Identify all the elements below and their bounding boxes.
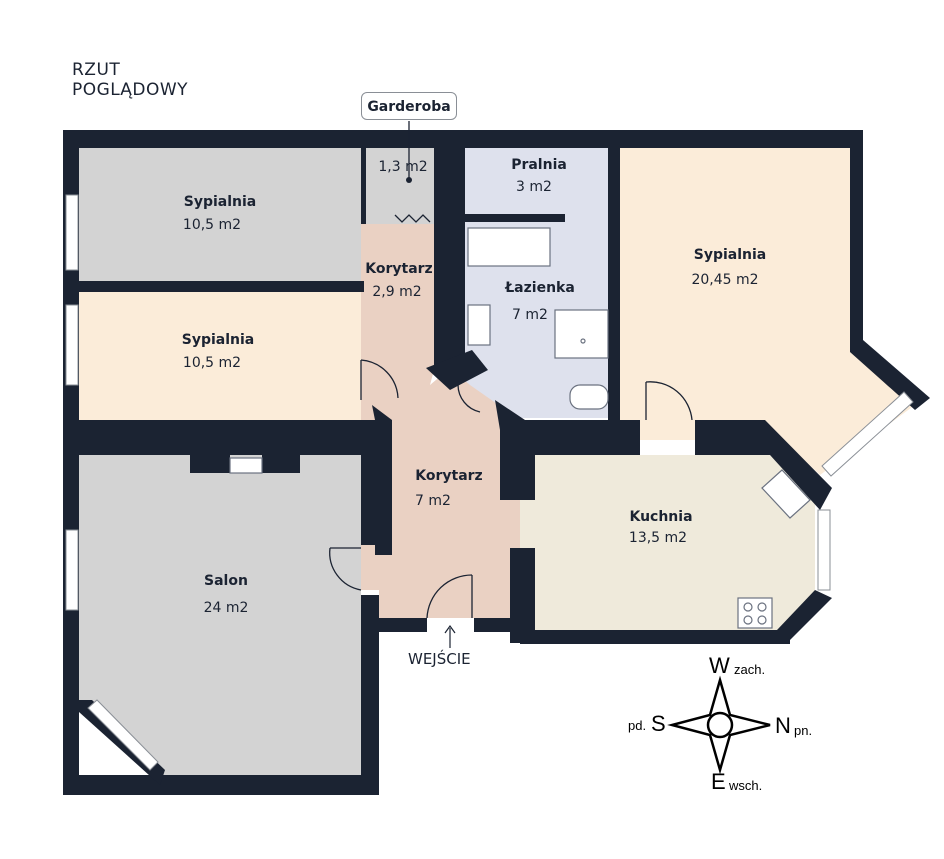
room-name: Pralnia <box>511 157 567 173</box>
fireplace <box>229 457 263 474</box>
room-fill-corridor-small <box>361 224 434 385</box>
bathtub <box>467 227 551 267</box>
room-name: Łazienka <box>504 280 575 296</box>
room-fill-corridor-main <box>361 368 520 618</box>
stove <box>737 597 773 629</box>
room-area: 10,5 m2 <box>183 355 241 371</box>
compass-south: S <box>651 711 666 736</box>
shower-drain <box>580 338 586 344</box>
plan-title: RZUT POGLĄDOWY <box>72 60 188 100</box>
compass-west: W <box>709 653 730 678</box>
room-labels: Sypialnia 10,5 m2 Sypialnia 10,5 m2 1,3 … <box>182 157 767 616</box>
sliding-door <box>394 214 431 223</box>
wall <box>777 590 832 640</box>
wall <box>361 455 379 545</box>
shower <box>554 309 609 359</box>
compass-rose <box>667 675 771 775</box>
compass-east-sub: wsch. <box>729 778 763 793</box>
door-swing <box>360 359 399 399</box>
wall <box>434 148 465 368</box>
window <box>817 509 831 591</box>
kitchen-sink <box>761 469 811 519</box>
room-name: Salon <box>204 573 248 589</box>
room-area: 10,5 m2 <box>183 217 241 233</box>
wall <box>695 420 765 455</box>
sink <box>467 304 491 346</box>
fixtures <box>229 227 811 629</box>
wall <box>63 775 370 795</box>
room-area: 1,3 m2 <box>378 159 427 175</box>
window <box>87 699 159 771</box>
compass-west-sub: zach. <box>734 662 766 677</box>
wall <box>608 148 620 420</box>
room-area: 7 m2 <box>415 493 451 509</box>
wall <box>79 420 379 455</box>
window <box>821 391 914 477</box>
garderoba-dot <box>406 177 412 183</box>
room-area: 3 m2 <box>516 179 552 195</box>
room-fill-bedroom-large <box>620 148 915 475</box>
plan-title-line-1: RZUT <box>72 60 121 80</box>
room-area: 7 m2 <box>512 307 548 323</box>
wall <box>850 148 930 410</box>
room-fill-bedroom-1 <box>79 148 361 281</box>
compass-north-sub: pn. <box>794 723 813 738</box>
room-area: 2,9 m2 <box>372 284 421 300</box>
room-name: Sypialnia <box>694 247 767 263</box>
wall <box>465 214 565 222</box>
room-fill-bedroom-2 <box>79 292 361 420</box>
door-swing <box>645 381 693 421</box>
entrance-label: WEJŚCIE <box>408 650 471 668</box>
burner <box>757 615 767 625</box>
room-name: Kuchnia <box>629 509 692 525</box>
burner <box>743 602 753 612</box>
room-fill-laundry <box>465 148 608 216</box>
room-name: Korytarz <box>365 261 432 277</box>
room-fill-salon <box>79 455 361 775</box>
door-swing <box>426 574 473 619</box>
door-swing <box>329 547 362 591</box>
windows <box>65 194 914 771</box>
room-name: Sypialnia <box>184 194 257 210</box>
wall <box>765 420 832 510</box>
wall <box>63 130 863 148</box>
garderoba-label: Garderoba <box>361 92 457 120</box>
room-area: 20,45 m2 <box>691 272 758 288</box>
wall <box>63 130 79 795</box>
doors <box>329 214 693 619</box>
plan-title-line-2: POGLĄDOWY <box>72 80 189 100</box>
entrance-arrow-head <box>444 624 456 634</box>
wall <box>79 281 364 292</box>
wall <box>495 400 640 500</box>
window <box>65 304 79 386</box>
compass-center <box>706 711 734 739</box>
room-fill-closet <box>361 148 434 224</box>
toilet <box>569 384 609 410</box>
compass-north: N <box>775 713 791 738</box>
burner <box>743 615 753 625</box>
wall <box>361 595 379 795</box>
burner <box>757 602 767 612</box>
window <box>65 194 79 271</box>
room-fill-kitchen <box>520 455 815 630</box>
wall <box>262 455 300 473</box>
wall <box>361 148 366 224</box>
wall <box>190 455 230 473</box>
room-area: 24 m2 <box>204 600 249 616</box>
wall <box>372 405 392 555</box>
compass-south-sub: pd. <box>628 718 647 733</box>
compass-east: E <box>711 769 726 794</box>
door-swing <box>457 384 481 413</box>
wall <box>379 618 427 632</box>
walls <box>63 130 930 795</box>
wall <box>426 350 488 390</box>
room-name: Korytarz <box>415 468 482 484</box>
wall <box>520 630 790 644</box>
wall <box>474 618 520 632</box>
room-area: 13,5 m2 <box>629 530 687 546</box>
room-name: Sypialnia <box>182 332 255 348</box>
window <box>65 529 79 611</box>
